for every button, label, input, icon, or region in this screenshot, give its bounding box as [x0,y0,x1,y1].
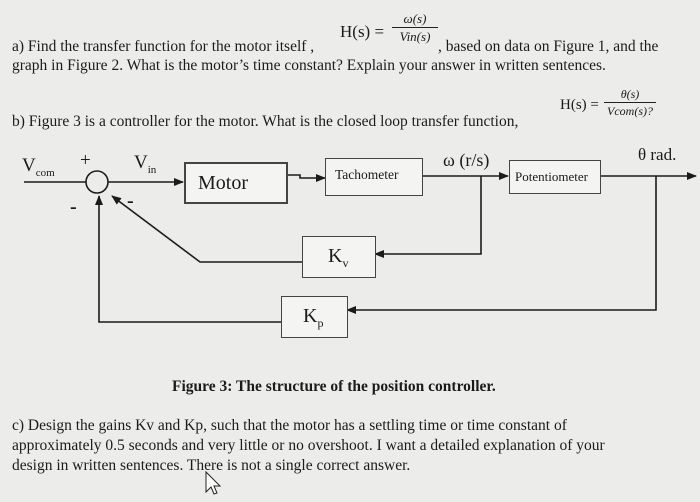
part-b-frac-den: Vcom(s)? [607,104,653,118]
part-b-fraction: θ(s) Vcom(s)? [604,88,656,117]
motor-to-tachometer-arrow [285,174,326,182]
minus-sign-top: - [127,190,134,212]
omega-label: ω (r/s) [443,150,490,170]
part-b-hs-label: H(s) = [560,97,599,113]
part-a-line2: graph in Figure 2. What is the motor’s t… [12,57,606,74]
figure-caption: Figure 3: The structure of the position … [172,378,496,395]
vcom-label: Vcom [22,155,55,179]
part-c-line1: c) Design the gains Kv and Kp, such that… [12,417,567,434]
part-a-hs-label: H(s) = [340,22,385,41]
kv-label: Kv [328,245,349,270]
part-a-frac-den: Vin(s) [399,29,431,44]
tachometer-block: Tachometer [325,158,423,196]
theta-to-kp-arrow [346,176,657,314]
kp-feedback-arrow [95,195,281,323]
part-a-frac-num: ω(s) [403,11,427,26]
summing-junction [85,170,109,194]
kv-subscript: v [342,256,349,270]
minus-sign-left: - [70,196,77,218]
fraction-bar [604,102,656,103]
motor-label: Motor [198,172,248,194]
part-b-frac-num: θ(s) [620,87,640,101]
kv-block: Kv [302,236,376,278]
vin-label: Vin [134,152,157,176]
fraction-bar [392,27,438,28]
vin-subscript: in [147,163,157,176]
vcom-subscript: com [35,166,55,179]
kp-subscript: p [317,316,324,330]
kp-label: Kp [303,305,324,330]
part-c-line2: approximately 0.5 seconds and very littl… [12,437,605,454]
kv-feedback-arrow [111,195,302,263]
plus-sign: + [80,150,91,171]
omega-to-kv-arrow [374,176,482,258]
potentiometer-block: Potentiometer [509,160,601,194]
potentiometer-label: Potentiometer [515,169,588,184]
theta-label: θ rad. [638,145,677,164]
part-a-fraction: ω(s) Vin(s) [392,12,438,43]
part-a-line1-left: a) Find the transfer function for the mo… [12,38,315,55]
kp-block: Kp [281,296,348,338]
part-c-line3: design in written sentences. There is no… [12,457,411,474]
tachometer-label: Tachometer [335,167,399,182]
part-b-text: b) Figure 3 is a controller for the moto… [12,113,519,130]
motor-block: Motor [184,162,288,204]
part-a-line1-right: , based on data on Figure 1, and the [438,38,659,55]
